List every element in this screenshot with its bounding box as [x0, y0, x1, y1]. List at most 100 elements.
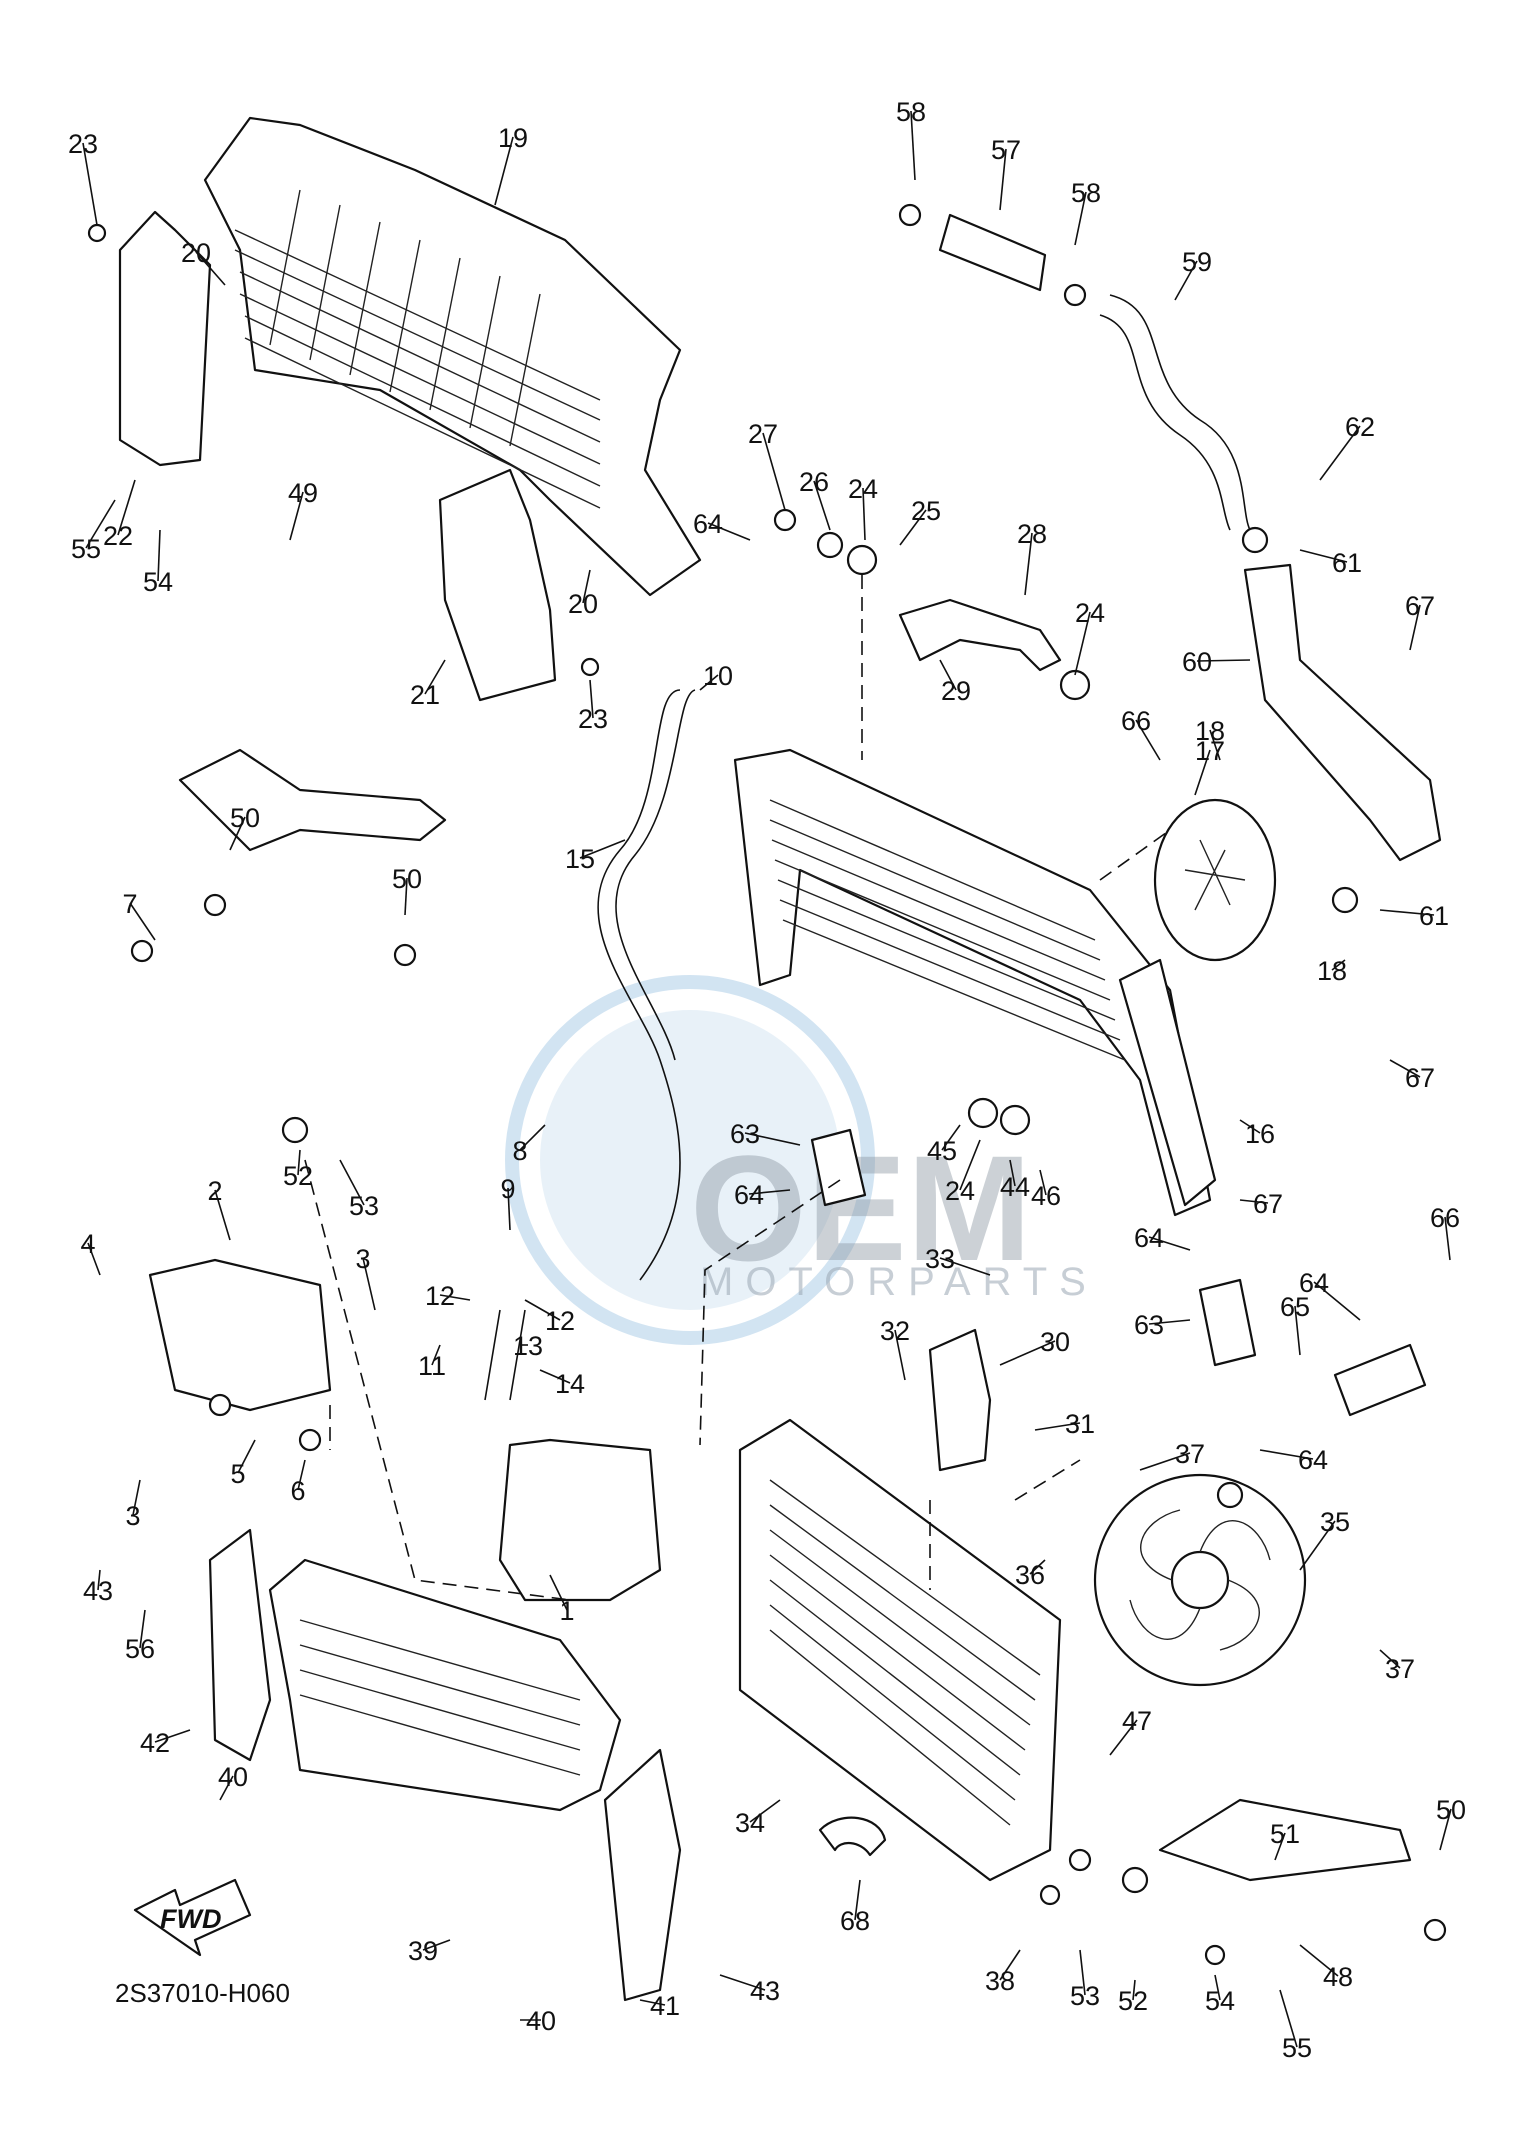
callout-16: 16 [1245, 1119, 1275, 1149]
callout-leader-42 [154, 1729, 191, 1743]
callout-53: 53 [349, 1191, 379, 1221]
callout-leader-54 [157, 529, 161, 582]
callout-leader-54 [1214, 1974, 1221, 2001]
callout-leader-64 [707, 522, 751, 541]
callout-3: 3 [125, 1501, 140, 1531]
bolt-27 [773, 508, 797, 532]
assembly-lines [304, 575, 1171, 1601]
callout-leader-58 [910, 110, 916, 181]
callout-leader-14 [539, 1369, 571, 1384]
callout-61: 61 [1332, 548, 1362, 578]
radiator-end-tank-16 [1118, 958, 1217, 1207]
callout-leader-53 [1079, 1949, 1086, 1996]
callout-33: 33 [925, 1244, 955, 1274]
callout-leader-32 [894, 1329, 906, 1381]
callout-leader-18 [1209, 729, 1221, 761]
callout-67: 67 [1253, 1189, 1283, 1219]
bolt-50c [1423, 1918, 1447, 1942]
diagram-code: 2S37010-H060 [115, 1978, 290, 2008]
callout-leader-63 [1148, 1319, 1191, 1325]
callout-leader-64 [1313, 1281, 1361, 1321]
callout-leader-24 [862, 487, 866, 541]
callout-14: 14 [555, 1369, 585, 1399]
callout-61: 61 [1419, 901, 1449, 931]
hose-59 [1109, 294, 1251, 531]
upper-left-shroud-group [118, 116, 702, 702]
callout-13: 13 [513, 1331, 543, 1361]
grommet-52b [1121, 1866, 1149, 1894]
watermark-globe-ring [505, 975, 875, 1345]
bolt-23b [580, 657, 600, 677]
callout-leader-36 [1029, 1559, 1046, 1575]
hose-63a [810, 1128, 867, 1207]
callout-leader-44 [1009, 1159, 1016, 1187]
callout-leader-18 [1331, 959, 1346, 971]
lower-radiator-core-34 [738, 1418, 1062, 1882]
callout-leader-50 [1439, 1808, 1452, 1851]
callout-leader-28 [1024, 532, 1033, 596]
hose-57 [938, 213, 1047, 292]
reservoir-hose-14 [484, 1309, 526, 1401]
callout-leader-2 [214, 1189, 231, 1241]
watermark: OEM MOTORPARTS [505, 975, 1086, 1345]
callout-63: 63 [730, 1119, 760, 1149]
callout-leader-55 [1279, 1989, 1298, 2048]
callout-44: 44 [1000, 1172, 1030, 1202]
callout-leader-64 [748, 1189, 791, 1195]
callout-leader-48 [1299, 1944, 1339, 1977]
callout-52: 52 [1118, 1986, 1148, 2016]
callout-24: 24 [945, 1176, 975, 1206]
callout-8: 8 [512, 1136, 527, 1166]
callout-68: 68 [840, 1906, 870, 1936]
fwd-arrow: FWD [133, 1878, 252, 1957]
callout-leader-1 [549, 1574, 568, 1611]
side-cover-42 [208, 1528, 272, 1762]
grommet-24a [846, 544, 878, 576]
callout-12: 12 [545, 1306, 575, 1336]
shroud-upper-19 [203, 116, 702, 597]
callout-leader-67 [1389, 1059, 1421, 1078]
callout-30: 30 [1040, 1327, 1070, 1357]
clamp-58b [1063, 283, 1087, 307]
upper-radiator-group [733, 748, 1277, 1217]
callout-leader-53 [339, 1159, 365, 1206]
grommet-24c [967, 1097, 999, 1129]
callout-leader-41 [639, 1999, 666, 2006]
callout-55: 55 [1282, 2033, 1312, 2063]
callout-leader-22 [117, 479, 136, 536]
callout-41: 41 [650, 1991, 680, 2021]
callout-leader-56 [139, 1609, 146, 1649]
callout-29: 29 [941, 676, 971, 706]
callout-leader-23 [589, 679, 594, 719]
collar-6 [298, 1428, 322, 1452]
callout-leader-67 [1409, 604, 1421, 651]
reservoir-group [148, 1258, 662, 1602]
callout-53: 53 [1070, 1981, 1100, 2011]
callout-leader-47 [1109, 1719, 1138, 1756]
callout-leader-43 [719, 1974, 766, 1991]
bracket-30 [928, 1328, 992, 1472]
callout-leader-61 [1299, 549, 1348, 563]
callout-leader-66 [1444, 1216, 1451, 1261]
clamp-61a [1241, 526, 1269, 554]
callout-leader-49 [289, 491, 304, 541]
callout-63: 63 [1134, 1310, 1164, 1340]
callout-leader-5 [237, 1439, 256, 1474]
callout-leader-9 [507, 1187, 511, 1231]
callout-leader-30 [999, 1340, 1056, 1366]
callout-64: 64 [734, 1180, 764, 1210]
callout-leader-50 [404, 877, 408, 916]
hardware-group [87, 203, 1447, 1966]
callout-60: 60 [1182, 647, 1212, 677]
callout-leader-17 [1194, 749, 1211, 796]
callout-leader-11 [431, 1344, 441, 1366]
callout-leader-20 [195, 251, 226, 286]
callout-leader-4 [87, 1242, 101, 1276]
callout-leader-16 [1239, 1119, 1261, 1134]
callout-leader-24 [959, 1139, 981, 1191]
callout-leader-52 [1132, 1979, 1136, 2001]
bolt-50a [203, 893, 227, 917]
clamp-69 [818, 1816, 887, 1857]
fan-motor-17 [1153, 798, 1277, 962]
